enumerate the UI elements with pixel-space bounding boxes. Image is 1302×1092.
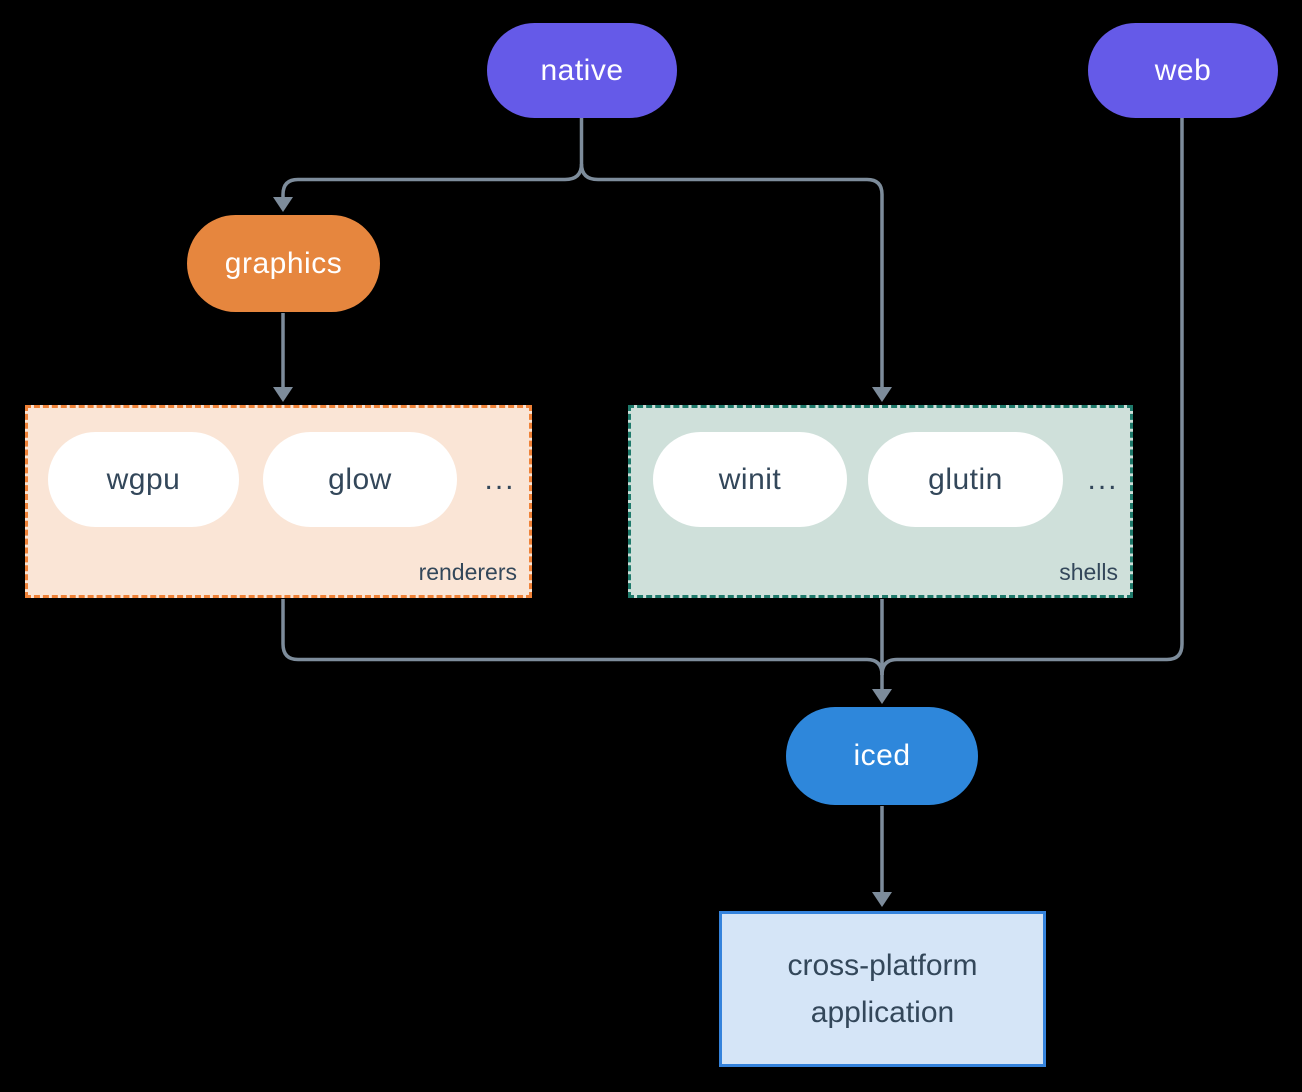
application-label-line2: application — [810, 996, 955, 1029]
edge-native-graphics — [281, 163, 584, 197]
node-graphics: graphics — [187, 215, 380, 312]
node-native: native — [487, 23, 677, 118]
node-glutin-label: glutin — [928, 462, 1003, 496]
node-glow: glow — [263, 432, 457, 527]
node-graphics-label: graphics — [224, 246, 343, 280]
edge-renderers-iced — [281, 599, 884, 676]
node-native-label: native — [540, 53, 624, 87]
node-iced: iced — [786, 707, 978, 805]
node-web: web — [1088, 23, 1278, 118]
group-shells: winit glutin ... shells — [628, 405, 1133, 598]
arrowhead-iced — [872, 689, 892, 704]
edge-native-shells — [579, 163, 884, 387]
shells-ellipsis: ... — [1087, 462, 1119, 496]
node-cross-platform-application: cross-platform application — [719, 911, 1046, 1067]
node-wgpu-label: wgpu — [106, 462, 181, 496]
arrowhead-renderers — [273, 387, 293, 402]
application-label-line1: cross-platform — [787, 949, 978, 982]
group-renderers-label: renderers — [418, 559, 517, 585]
node-iced-label: iced — [853, 739, 911, 772]
node-glutin: glutin — [868, 432, 1063, 527]
arrowhead-graphics — [273, 197, 293, 212]
node-winit-label: winit — [718, 462, 782, 496]
renderers-ellipsis: ... — [484, 462, 516, 496]
node-web-label: web — [1154, 53, 1212, 87]
group-renderers: wgpu glow ... renderers — [25, 405, 532, 598]
node-winit: winit — [653, 432, 847, 527]
node-glow-label: glow — [328, 462, 392, 496]
arrowhead-application — [872, 892, 892, 907]
node-wgpu: wgpu — [48, 432, 239, 527]
arrowhead-shells — [872, 387, 892, 402]
group-shells-label: shells — [1059, 559, 1118, 585]
